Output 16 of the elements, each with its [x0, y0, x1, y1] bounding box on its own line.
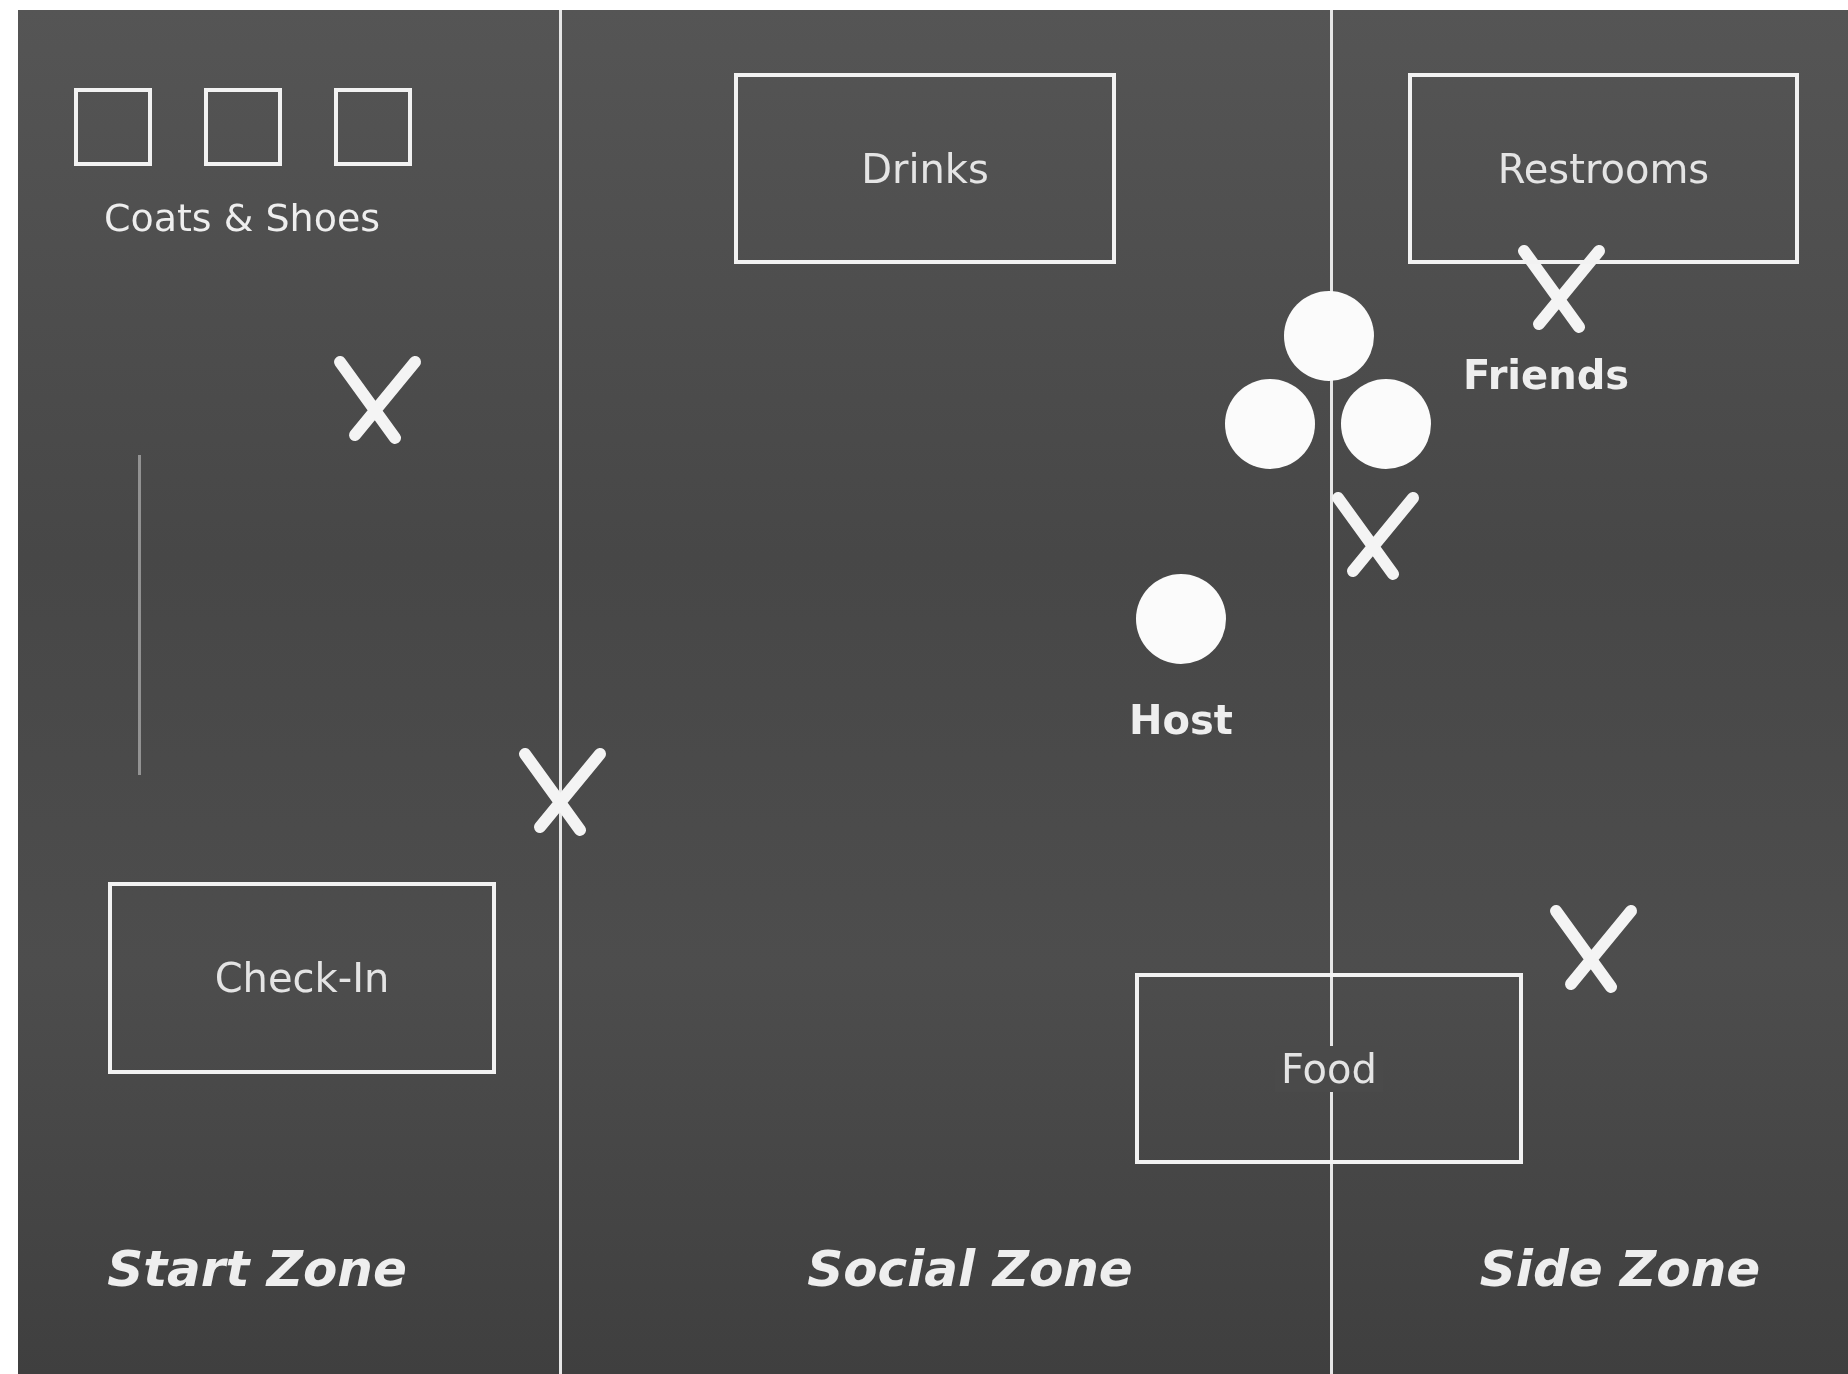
zone-box	[108, 882, 496, 1074]
person-label: Host	[1129, 697, 1233, 743]
box-label: Restrooms	[1496, 145, 1711, 192]
zone-label: Start Zone	[107, 1240, 407, 1298]
coat-square	[334, 88, 412, 166]
zone-box	[734, 73, 1116, 264]
group-label: Friends	[1462, 352, 1630, 398]
coat-square	[204, 88, 282, 166]
coat-square	[74, 88, 152, 166]
zone-box	[1135, 973, 1523, 1164]
zone-box	[1408, 73, 1799, 264]
zone-label: Social Zone	[807, 1240, 1133, 1298]
area-label: Coats & Shoes	[103, 196, 381, 240]
box-label: Drinks	[860, 145, 990, 192]
box-label: Check-In	[213, 955, 391, 1001]
zone-label: Side Zone	[1479, 1240, 1761, 1298]
